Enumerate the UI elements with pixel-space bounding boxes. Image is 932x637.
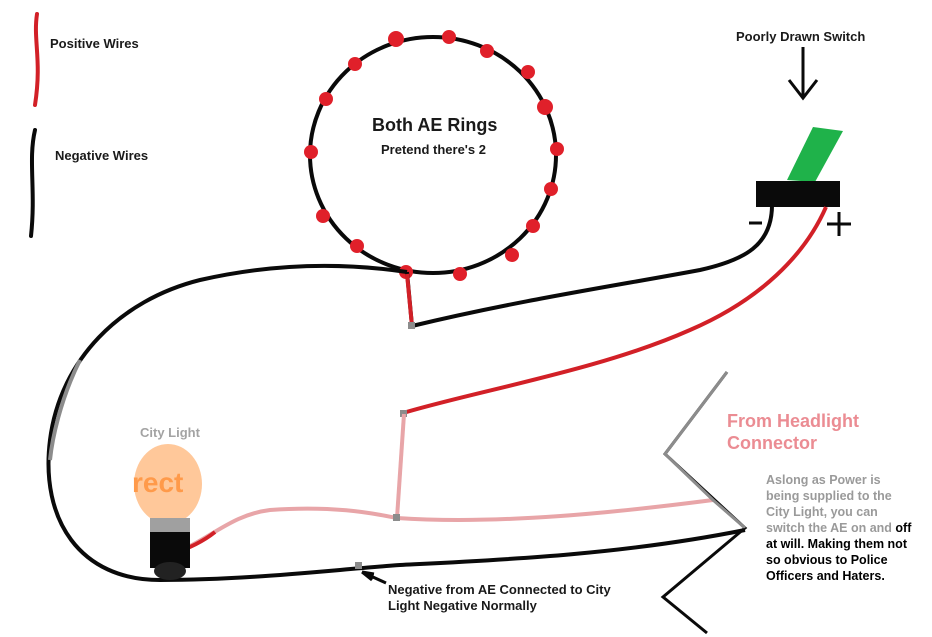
led xyxy=(304,145,318,159)
note-gray-text: Aslong as Power is being supplied to the… xyxy=(766,473,892,535)
positive-wire-city-light xyxy=(171,498,714,556)
city-light-bulb xyxy=(134,444,202,524)
switch-arrow xyxy=(787,47,819,101)
led xyxy=(526,219,540,233)
led xyxy=(521,65,535,79)
rings-subtitle: Pretend there's 2 xyxy=(381,142,486,157)
headlight-connector-label: From Headlight Connector xyxy=(727,411,860,453)
led xyxy=(348,57,362,71)
headlight-connector-gray-segments xyxy=(662,371,746,530)
wire-junction xyxy=(400,410,407,417)
ae-ring-leds xyxy=(304,30,564,281)
led xyxy=(480,44,494,58)
positive-wire-to-headlight xyxy=(395,413,406,519)
rings-title: Both AE Rings xyxy=(372,115,498,135)
switch-body xyxy=(756,181,840,207)
legend-positive-wire xyxy=(33,12,40,107)
led xyxy=(442,30,456,44)
led xyxy=(350,239,364,253)
note-dark-text: off at will. Making them not so obvious … xyxy=(766,521,912,583)
led xyxy=(505,248,519,262)
switch-label: Poorly Drawn Switch xyxy=(736,29,866,44)
legend-negative-label: Negative Wires xyxy=(55,148,149,163)
led xyxy=(550,142,564,156)
wire-junction xyxy=(393,514,400,521)
negative-note-label: Negative from AE Connected to City Light… xyxy=(388,582,611,613)
negative-wire-loop xyxy=(46,263,746,583)
wire-junction xyxy=(408,322,415,329)
positive-wire-switch-to-junction xyxy=(402,206,828,415)
negative-wire-ring-to-switch xyxy=(405,204,774,329)
switch-toggle xyxy=(787,127,843,182)
city-light-label: City Light xyxy=(140,425,200,440)
led xyxy=(544,182,558,196)
wire-junction xyxy=(355,562,362,569)
ring-positive-lead xyxy=(405,273,414,327)
negative-wire-loop-gray xyxy=(48,359,82,461)
led xyxy=(319,92,333,106)
led xyxy=(388,31,404,47)
city-light-base-gray xyxy=(150,518,190,532)
negative-note-arrow xyxy=(361,570,387,585)
led xyxy=(316,209,330,223)
explanation-note: Aslong as Power is being supplied to the… xyxy=(766,472,916,584)
legend-negative-wire xyxy=(29,128,37,238)
city-light-bulb-text: rect xyxy=(132,467,183,498)
legend-positive-label: Positive Wires xyxy=(50,36,139,51)
city-light-contact xyxy=(154,562,186,580)
led xyxy=(453,267,467,281)
switch-plus-sign xyxy=(827,212,851,236)
led xyxy=(537,99,553,115)
